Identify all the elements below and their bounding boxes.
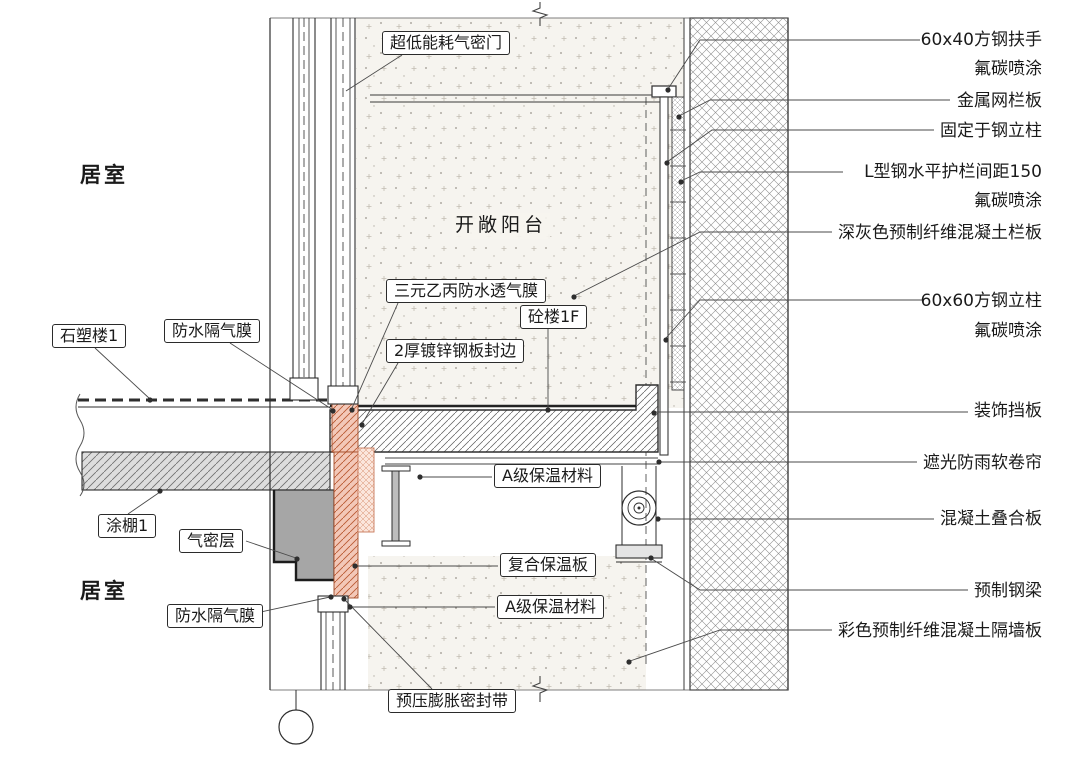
callout-concrete-floor-1f: 砼楼1F xyxy=(520,305,588,329)
roller-blind xyxy=(621,466,657,545)
callout-fluorocarbon-coating-3: 氟碳喷涂 xyxy=(974,321,1042,341)
drawing-bounds xyxy=(270,17,788,691)
callout-airtight-layer: 气密层 xyxy=(179,529,244,553)
callout-epdm-membrane: 三元乙丙防水透气膜 xyxy=(386,279,547,303)
break-symbol-bottom xyxy=(531,676,549,702)
steel-post xyxy=(659,96,669,456)
callout-airtight-door: 超低能耗气密门 xyxy=(382,31,511,55)
room-label-bottom: 居室 xyxy=(80,579,128,603)
callout-insulation-a-lower: A级保温材料 xyxy=(497,595,604,619)
callout-l-steel-rail: L型钢水平护栏间距150 xyxy=(864,162,1042,182)
break-line-left xyxy=(75,393,85,497)
insulation-strip-secondary xyxy=(357,447,375,533)
callout-steel-post: 60x60方钢立柱 xyxy=(920,291,1042,311)
callout-roller-blind: 遮光防雨软卷帘 xyxy=(923,453,1042,473)
callout-partition-panel: 彩色预制纤维混凝土隔墙板 xyxy=(838,621,1042,641)
callout-precast-beam: 预制钢梁 xyxy=(974,581,1042,601)
callout-vapor-barrier-top: 防水隔气膜 xyxy=(164,319,261,343)
callout-expansion-sealing-tape: 预压膨胀密封带 xyxy=(388,689,517,713)
left-floor-slab xyxy=(75,393,331,497)
insulation-strip-main xyxy=(333,451,359,599)
room-label-balcony: 开敞阳台 xyxy=(452,213,551,239)
airtight-door xyxy=(327,18,359,405)
airtight-layer-line xyxy=(272,490,334,582)
callout-handrail: 60x40方钢扶手 xyxy=(920,30,1042,50)
window-frame-upper xyxy=(269,18,319,690)
handrail xyxy=(651,85,677,98)
callout-parapet-panel: 深灰色预制纤维混凝土栏板 xyxy=(838,223,1042,243)
room-label-top: 居室 xyxy=(80,163,128,187)
callout-fluorocarbon-coating-2: 氟碳喷涂 xyxy=(974,191,1042,211)
window-frame-lower xyxy=(317,595,349,690)
exterior-wall xyxy=(683,17,789,691)
leader-lines xyxy=(94,39,968,690)
callout-mesh-panel: 金属网栏板 xyxy=(957,91,1042,111)
callout-fixed-to-post: 固定于钢立柱 xyxy=(940,121,1042,141)
callout-ceiling-finish: 涂棚1 xyxy=(98,514,157,538)
break-symbol-top xyxy=(531,2,549,26)
callout-decorative-baffle: 装饰挡板 xyxy=(974,401,1042,421)
callout-composite-insulation: 复合保温板 xyxy=(500,553,597,577)
precast-steel-beam xyxy=(615,544,663,563)
callout-floor-finish: 石塑楼1 xyxy=(52,324,127,348)
insulation-strip-upper xyxy=(331,403,359,453)
l-steel-rail-ticks xyxy=(670,129,686,383)
callout-dots xyxy=(147,87,684,665)
callout-vapor-barrier-bottom: 防水隔气膜 xyxy=(167,604,264,628)
callout-insulation-a-upper: A级保温材料 xyxy=(494,464,601,488)
callout-composite-slab: 混凝土叠合板 xyxy=(940,509,1042,529)
callout-fluorocarbon-coating-1: 氟碳喷涂 xyxy=(974,59,1042,79)
gray-airtight-block xyxy=(272,489,335,582)
reference-circle xyxy=(278,690,314,745)
steel-beam xyxy=(381,465,411,547)
insulation-strips xyxy=(331,403,375,599)
callout-steel-edge-trim: 2厚镀锌钢板封边 xyxy=(386,339,525,363)
